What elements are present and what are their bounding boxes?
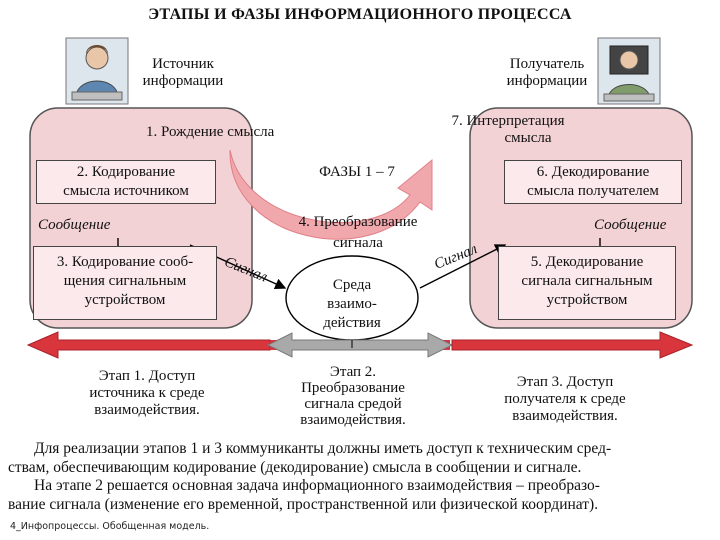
phase7-line2: смысла <box>504 130 552 146</box>
phase2-line2: смысла источником <box>63 183 189 199</box>
message-right-label: Сообщение <box>594 217 667 233</box>
stage1-line2: источника к среде <box>89 385 205 401</box>
phase3-line2: щения сигнальным <box>63 273 187 289</box>
phase4-line1: 4. Преобразование <box>298 214 418 230</box>
phase4-label: 4. Преобразование сигнала <box>278 214 438 252</box>
source-label-line1: Источник <box>152 56 214 72</box>
stage1-line3: взаимодействия. <box>94 402 200 418</box>
phase6-line2: смысла получателем <box>527 183 659 199</box>
source-label: Источник информации <box>128 56 238 90</box>
stage3-line1: Этап 3. Доступ <box>516 374 614 390</box>
phase5-line3: устройством <box>546 292 628 308</box>
phase2-line1: 2. Кодирование <box>76 164 176 180</box>
source-label-line2: информации <box>142 73 224 89</box>
medium-line2: взаимо- <box>327 296 377 312</box>
medium-label: Среда взаимо- действия <box>302 276 402 333</box>
phase5-line1: 5. Декодирование <box>530 254 644 270</box>
stage3-line2: получателя к среде <box>504 391 626 407</box>
phase6-line1: 6. Декодирование <box>536 164 650 180</box>
phase7-label: 7. Интерпретация смысла <box>438 113 578 147</box>
stage3-arrow-right <box>451 331 694 359</box>
note-line3: На этапе 2 решается основная задача инфо… <box>34 477 600 494</box>
stage2-label: Этап 2. Преобразование сигнала средой вз… <box>288 364 418 428</box>
phase2-box: 2. Кодирование смысла источником <box>36 160 216 204</box>
stage3-line3: взаимодействия. <box>512 408 618 424</box>
stage2-line3: сигнала средой <box>304 396 402 412</box>
arrow-from-medium <box>419 244 507 289</box>
phase3-box: 3. Кодирование сооб- щения сигнальным ус… <box>33 246 217 320</box>
receiver-label-line2: информации <box>506 73 588 89</box>
stage1-line1: Этап 1. Доступ <box>98 368 196 384</box>
stage1-label: Этап 1. Доступ источника к среде взаимод… <box>52 368 242 419</box>
note-line2: ствам, обеспечивающим кодирование (декод… <box>8 458 582 476</box>
medium-line3: действия <box>323 315 381 331</box>
phase5-box: 5. Декодирование сигнала сигнальным устр… <box>498 246 676 320</box>
page-title: ЭТАПЫ И ФАЗЫ ИНФОРМАЦИОННОГО ПРОЦЕССА <box>148 6 572 23</box>
note-line1: Для реализации этапов 1 и 3 коммуниканты… <box>34 440 612 457</box>
phase5-line2: сигнала сигнальным <box>521 273 653 289</box>
stage2-line2: Преобразование <box>301 380 405 396</box>
phase3-line3: устройством <box>84 292 166 308</box>
note-line4: вание сигнала (изменение его временной, … <box>8 495 599 513</box>
phases-curved-arrow <box>229 149 433 240</box>
stage2-line4: взаимодействия. <box>300 412 406 428</box>
stage3-label: Этап 3. Доступ получателя к среде взаимо… <box>470 374 660 425</box>
phase4-line2: сигнала <box>333 235 383 251</box>
stage1-arrow-left <box>26 331 271 359</box>
receiver-label-line1: Получатель <box>509 56 585 72</box>
phases-label: ФАЗЫ 1 – 7 <box>319 164 395 180</box>
phase3-line1: 3. Кодирование сооб- <box>56 254 194 270</box>
receiver-label: Получатель информации <box>492 56 602 90</box>
phase6-box: 6. Декодирование смысла получателем <box>504 160 682 204</box>
phase7-line1: 7. Интерпретация <box>451 113 565 129</box>
slide-footer: 4_Инфопроцессы. Обобщенная модель. <box>10 521 210 532</box>
message-left-label: Сообщение <box>38 217 111 233</box>
explanation-note: Для реализации этапов 1 и 3 коммуниканты… <box>8 440 714 514</box>
source-person-icon <box>65 37 129 105</box>
receiver-person-icon <box>597 37 661 105</box>
medium-line1: Среда <box>332 277 372 293</box>
stage2-line1: Этап 2. <box>329 364 377 380</box>
phase1-label: 1. Рождение смысла <box>146 124 275 140</box>
